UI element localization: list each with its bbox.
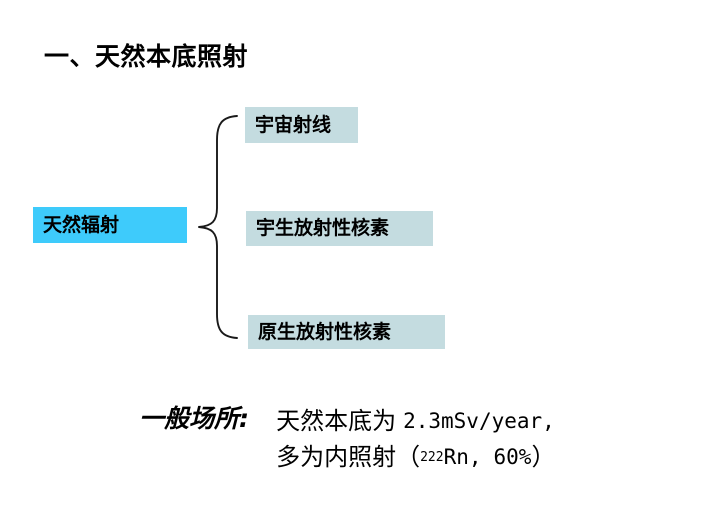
note-line-2-close-paren: ） (531, 443, 556, 472)
note-line-1-value: 2.3mSv/year, (403, 409, 555, 434)
note-line-2-percent: 60% (493, 445, 532, 470)
note-line-2: 多为内照射 （ 222 Rn, 60% ） (276, 443, 556, 472)
diagram-node-primordial-nuclides: 原生放射性核素 (248, 315, 445, 349)
diagram-node-cosmogenic-nuclides: 宇生放射性核素 (246, 211, 433, 246)
note-line-2-open-paren: （ (396, 443, 421, 472)
note-lead-label: 一般场所: (139, 404, 249, 433)
curly-brace-icon (198, 115, 238, 339)
note-block: 一般场所: 天然本底为 2.3mSv/year, 多为内照射 （ 222 Rn,… (139, 404, 555, 476)
page-title: 一、天然本底照射 (44, 42, 249, 71)
note-line-2-isotope-symbol: Rn, (443, 445, 482, 470)
note-line-1-prefix: 天然本底为 (276, 407, 397, 436)
diagram-node-primordial-nuclides-label: 原生放射性核素 (258, 320, 392, 343)
diagram-node-root: 天然辐射 (33, 207, 187, 243)
note-lines: 天然本底为 2.3mSv/year, 多为内照射 （ 222 Rn, 60% ） (276, 404, 555, 476)
note-line-1: 天然本底为 2.3mSv/year, (276, 404, 555, 440)
note-line-2-prefix: 多为内照射 (276, 443, 397, 472)
diagram-node-cosmic-rays: 宇宙射线 (245, 107, 358, 143)
diagram-node-root-label: 天然辐射 (43, 213, 120, 236)
diagram-node-cosmogenic-nuclides-label: 宇生放射性核素 (256, 217, 390, 239)
diagram-node-cosmic-rays-label: 宇宙射线 (255, 113, 332, 136)
